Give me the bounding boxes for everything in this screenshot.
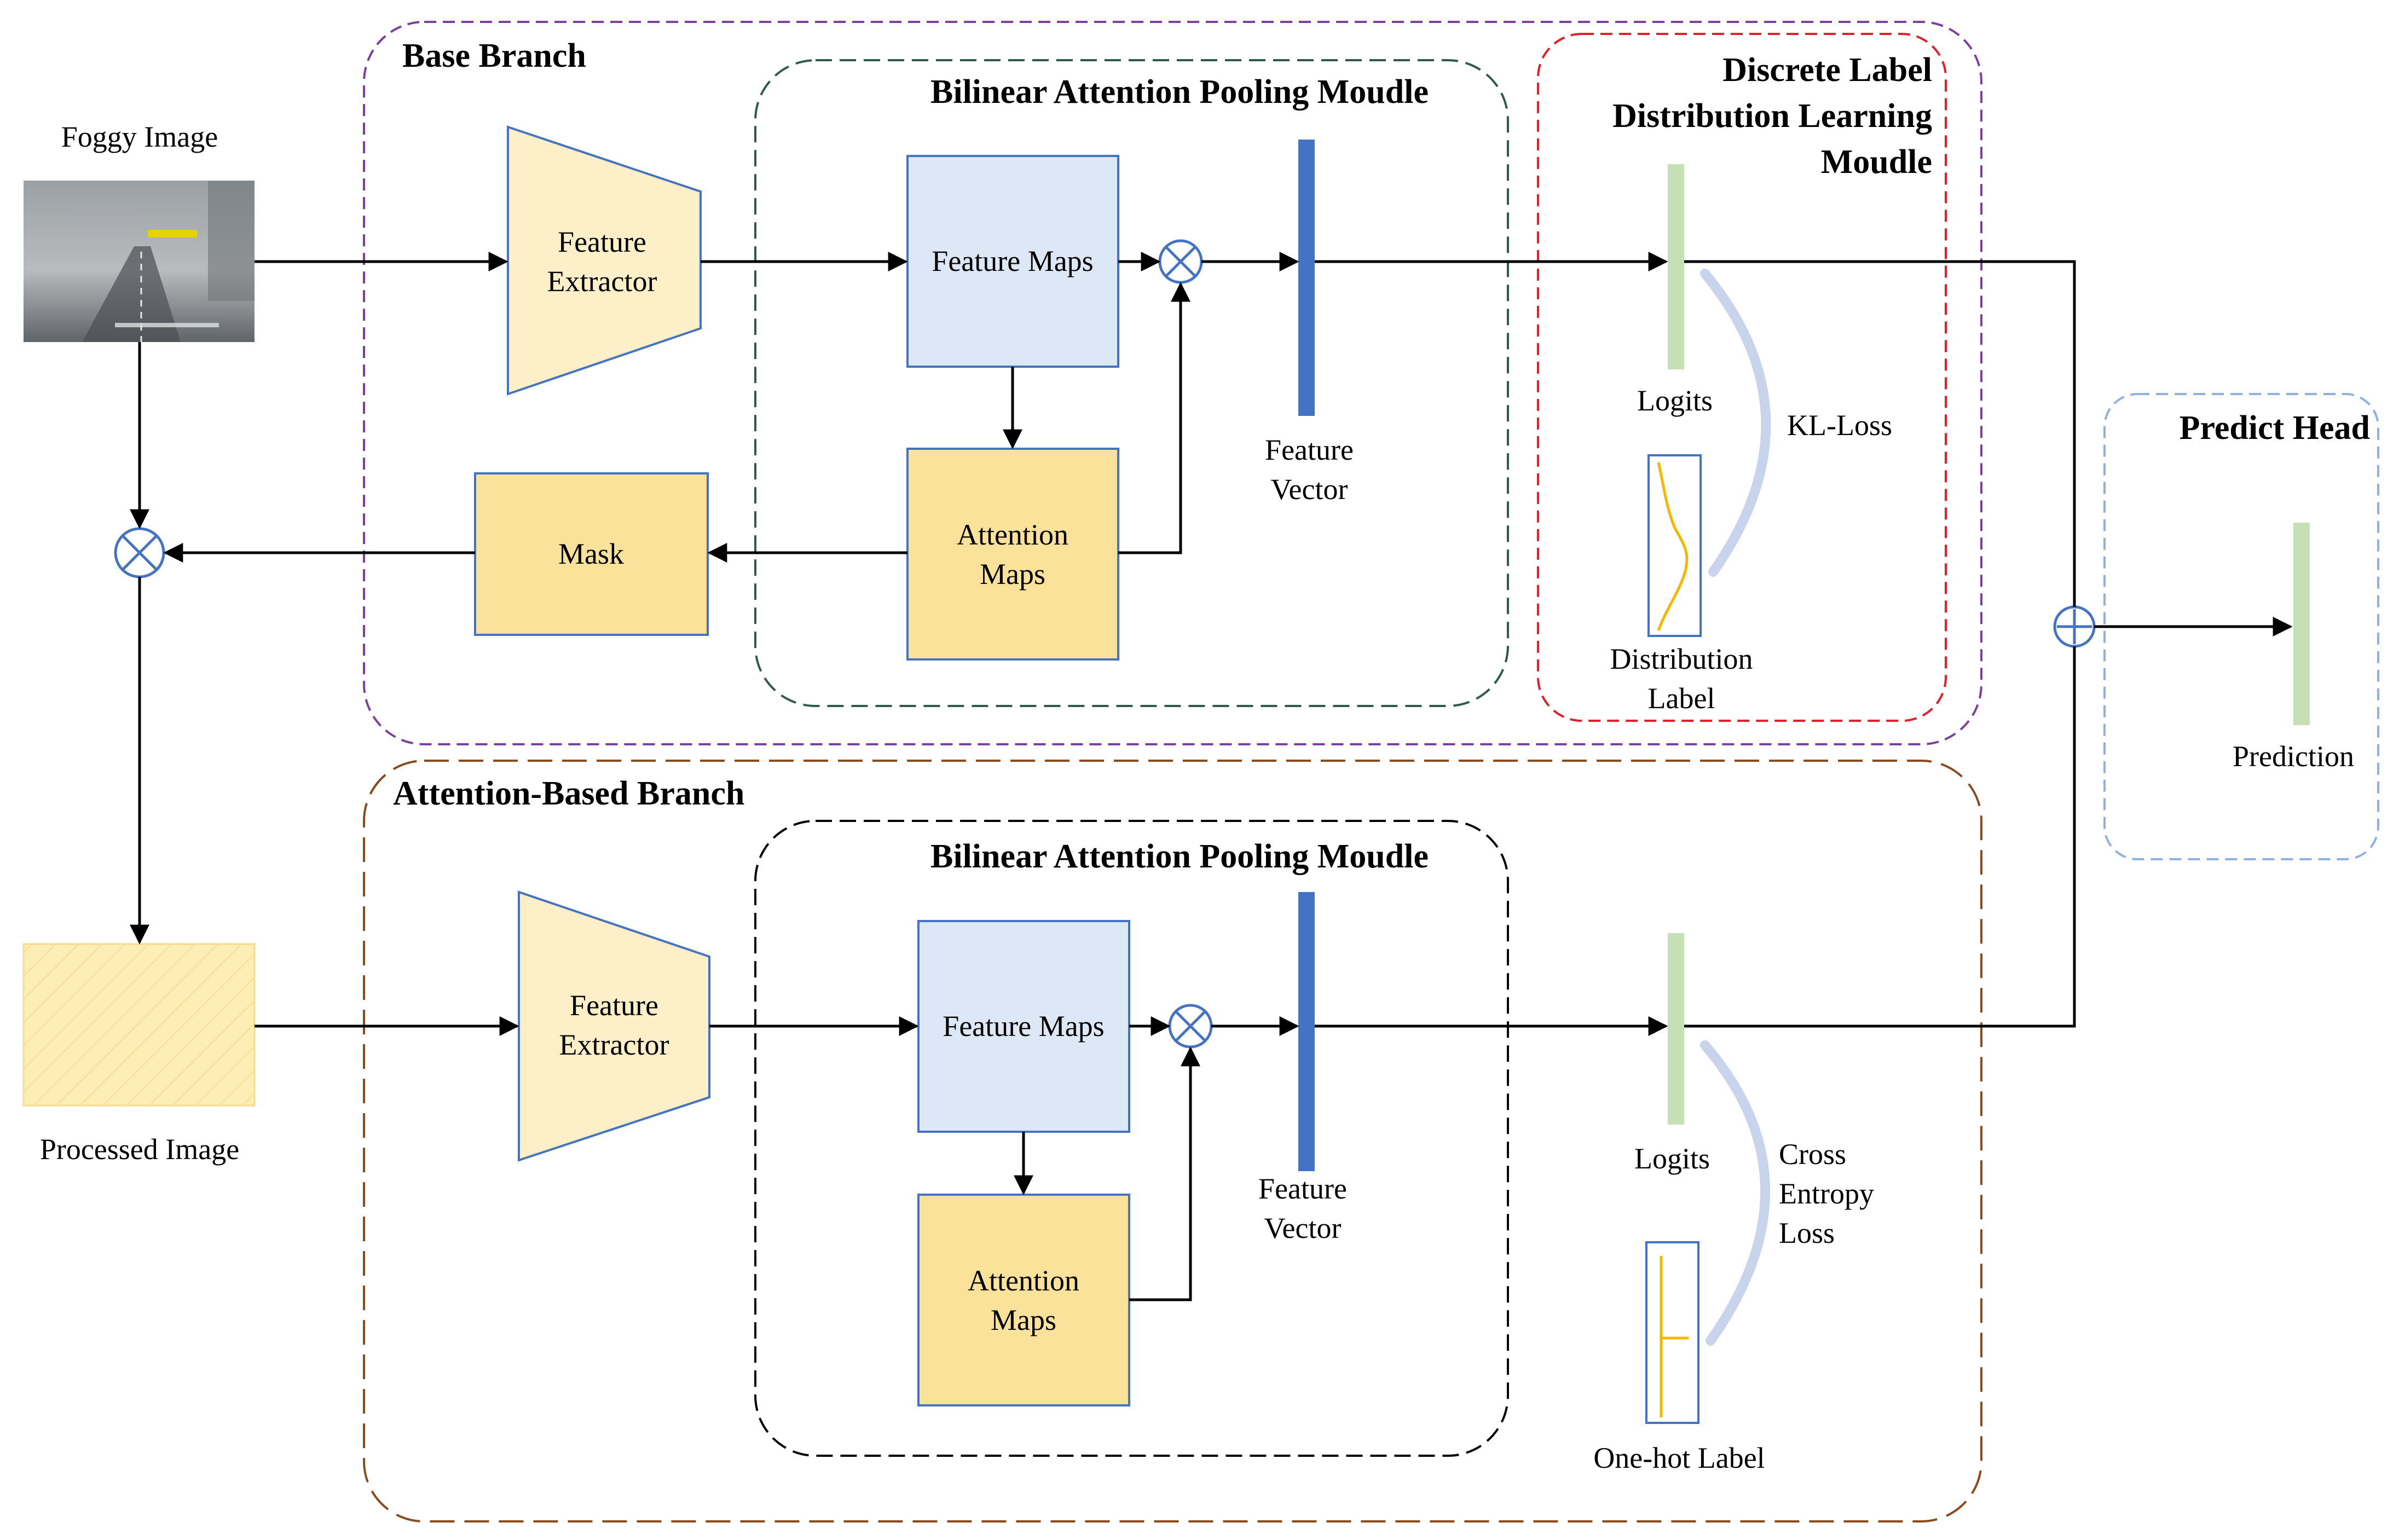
att-feature-vector-label-2: Vector bbox=[1264, 1212, 1342, 1244]
base-feature-vector-bar bbox=[1298, 140, 1315, 416]
dldl-title-line2: Distribution Learning bbox=[1612, 97, 1932, 135]
kl-loss-label: KL-Loss bbox=[1787, 409, 1892, 442]
distribution-label-box bbox=[1647, 454, 1702, 637]
att-multiply-node bbox=[1168, 1004, 1213, 1049]
att-attention-maps bbox=[917, 1194, 1130, 1406]
distribution-label-2: Label bbox=[1648, 682, 1715, 715]
att-feature-vector-label-1: Feature bbox=[1258, 1172, 1347, 1205]
att-feature-extractor-label-1: Feature bbox=[570, 989, 658, 1022]
base-feature-extractor bbox=[507, 125, 702, 396]
edge-att-logits-to-sum bbox=[1684, 646, 2076, 1028]
att-attention-maps-label-1: Attention bbox=[968, 1264, 1079, 1297]
dldl-region bbox=[1537, 33, 1947, 722]
edge-att-attention-to-multiply bbox=[1129, 1046, 1200, 1301]
onehot-label-box bbox=[1645, 1241, 1699, 1424]
base-attention-maps-label-1: Attention bbox=[957, 518, 1068, 551]
base-feature-vector-label-2: Vector bbox=[1271, 473, 1348, 506]
ce-loss-label-2: Entropy bbox=[1779, 1177, 1874, 1210]
dldl-title-line3: Moudle bbox=[1821, 143, 1932, 181]
attention-branch-title: Attention-Based Branch bbox=[393, 775, 744, 812]
base-logits-label: Logits bbox=[1637, 384, 1713, 417]
processed-image bbox=[22, 943, 256, 1107]
base-feature-maps-label: Feature Maps bbox=[932, 245, 1093, 277]
bap-bottom-region bbox=[754, 820, 1509, 1457]
att-logits-label: Logits bbox=[1634, 1142, 1710, 1175]
attention-branch-region bbox=[363, 760, 1982, 1522]
prediction-bar bbox=[2293, 523, 2310, 725]
prediction-label: Prediction bbox=[2233, 740, 2354, 773]
mask-box bbox=[474, 472, 709, 636]
sum-node bbox=[2053, 605, 2096, 648]
kl-loss-arc bbox=[1700, 269, 1771, 577]
base-multiply-node bbox=[1158, 239, 1203, 284]
base-feature-vector-label-1: Feature bbox=[1265, 433, 1354, 466]
att-attention-maps-label-2: Maps bbox=[991, 1304, 1056, 1336]
base-attention-maps-label-2: Maps bbox=[980, 558, 1045, 590]
multiply-node-mask bbox=[114, 527, 165, 578]
ce-loss-label-3: Loss bbox=[1779, 1217, 1835, 1249]
att-logits-bar bbox=[1668, 933, 1684, 1125]
base-feature-extractor-label-1: Feature bbox=[558, 225, 646, 258]
base-feature-maps bbox=[906, 155, 1119, 368]
edge-attention-to-multiply bbox=[1118, 282, 1190, 554]
ce-loss-label-1: Cross bbox=[1779, 1138, 1846, 1171]
att-feature-maps-label: Feature Maps bbox=[943, 1010, 1104, 1043]
edge-base-logits-to-sum bbox=[1684, 260, 2076, 607]
base-branch-title: Base Branch bbox=[402, 37, 586, 74]
bap-bottom-title: Bilinear Attention Pooling Moudle bbox=[930, 838, 1429, 875]
att-feature-extractor bbox=[518, 890, 710, 1162]
bap-top-title: Bilinear Attention Pooling Moudle bbox=[930, 73, 1429, 111]
onehot-label: One-hot Label bbox=[1593, 1441, 1765, 1474]
predict-head-region bbox=[2103, 393, 2379, 860]
foggy-image bbox=[24, 181, 255, 342]
predict-head-title: Predict Head bbox=[2179, 409, 2370, 447]
foggy-image-label: Foggy Image bbox=[61, 120, 218, 153]
dldl-title-line1: Discrete Label bbox=[1722, 51, 1932, 89]
base-attention-maps bbox=[906, 448, 1119, 661]
bap-top-region bbox=[754, 59, 1509, 707]
ce-loss-arc bbox=[1700, 1040, 1770, 1346]
base-branch-region bbox=[363, 21, 1982, 745]
base-feature-extractor-label-2: Extractor bbox=[547, 265, 657, 298]
distribution-label-1: Distribution bbox=[1610, 642, 1753, 675]
base-logits-bar bbox=[1668, 164, 1684, 369]
processed-image-label: Processed Image bbox=[40, 1133, 239, 1166]
att-feature-vector-bar bbox=[1298, 892, 1315, 1171]
att-feature-extractor-label-2: Extractor bbox=[559, 1028, 669, 1061]
mask-label: Mask bbox=[558, 537, 624, 570]
